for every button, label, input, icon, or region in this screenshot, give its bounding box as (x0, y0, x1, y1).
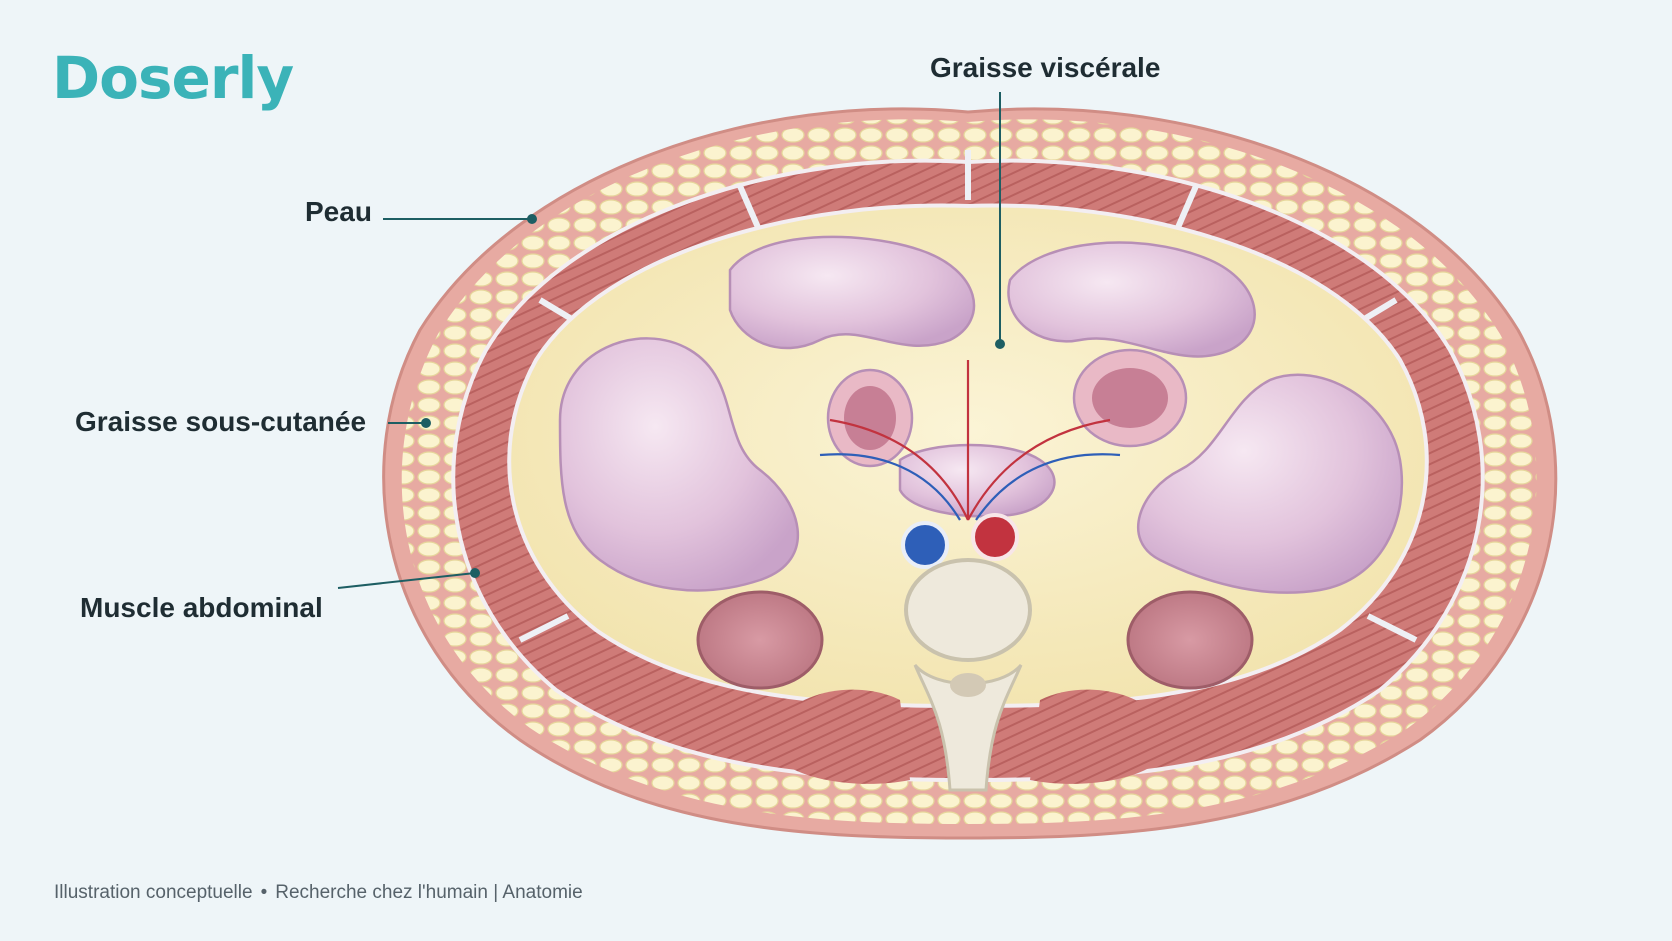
label-subcutaneous-fat: Graisse sous-cutanée (75, 406, 367, 437)
intestine-lumen-right-inner (1092, 368, 1168, 428)
spinal-canal-icon (950, 673, 986, 697)
leader-dot-skin (527, 214, 537, 224)
leader-lines (337, 92, 1005, 589)
leader-line-abdominal-muscle (337, 572, 476, 589)
intestine-loop-right (1137, 373, 1404, 594)
label-abdominal-muscle: Muscle abdominal (80, 592, 323, 623)
intestine-loop-upper-right (1007, 241, 1256, 358)
back-muscle-right (1030, 689, 1160, 784)
intestine-loop-upper-left (728, 235, 976, 350)
footer-separator: • (260, 882, 268, 903)
back-muscle-left (780, 689, 910, 784)
footer-left-text: Illustration conceptuelle (54, 882, 253, 903)
leader-dot-abdominal-muscle (470, 568, 480, 578)
intestines (558, 235, 1404, 594)
label-skin: Peau (305, 196, 372, 227)
retroperitoneum (696, 513, 1254, 792)
footer-caption: Illustration conceptuelle • Recherche chez… (54, 882, 583, 904)
leader-dot-subcutaneous-fat (421, 418, 431, 428)
label-visceral-fat: Graisse viscérale (930, 52, 1161, 83)
vena-cava-icon (901, 521, 949, 569)
footer-right-text: Recherche chez l'humain | Anatomie (275, 882, 583, 903)
kidney-left-icon (696, 590, 824, 690)
leader-dot-visceral-fat (995, 339, 1005, 349)
aorta-icon (971, 513, 1019, 561)
intestine-lumen-left-inner (844, 386, 896, 450)
brand-logo: Doserly (52, 44, 294, 112)
intestine-loop-left (558, 337, 800, 592)
kidney-right-icon (1126, 590, 1254, 690)
intestine-loop-center (898, 443, 1056, 518)
vertebral-body-icon (904, 558, 1032, 662)
mesenteric-vessels (819, 359, 1121, 521)
